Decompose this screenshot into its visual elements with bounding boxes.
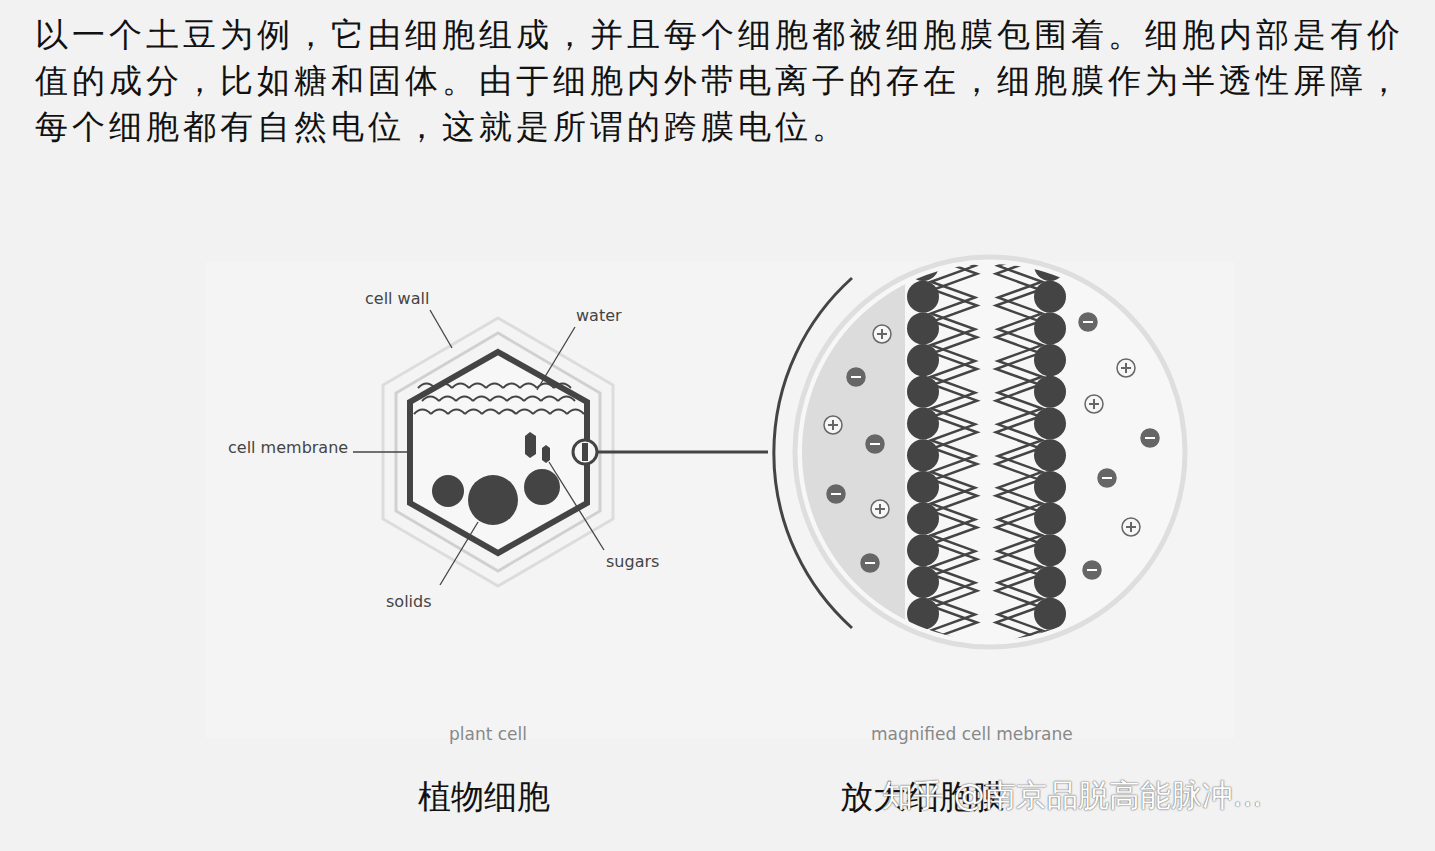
- watermark: 知乎 @南京品脱高能脉冲...: [882, 775, 1262, 817]
- part-label: sugars: [606, 552, 659, 571]
- figure-caption: magnified cell mebrane: [871, 724, 1073, 744]
- part-label: cell membrane: [228, 438, 348, 457]
- chinese-caption: 植物细胞: [418, 775, 550, 820]
- part-label: cell wall: [365, 289, 429, 308]
- part-label: water: [576, 306, 622, 325]
- paragraph-text: 以一个土豆为例，它由细胞组成，并且每个细胞都被细胞膜包围着。细胞内部是有价值的成…: [35, 12, 1425, 150]
- figure-caption: plant cell: [449, 724, 527, 744]
- part-label: solids: [386, 592, 432, 611]
